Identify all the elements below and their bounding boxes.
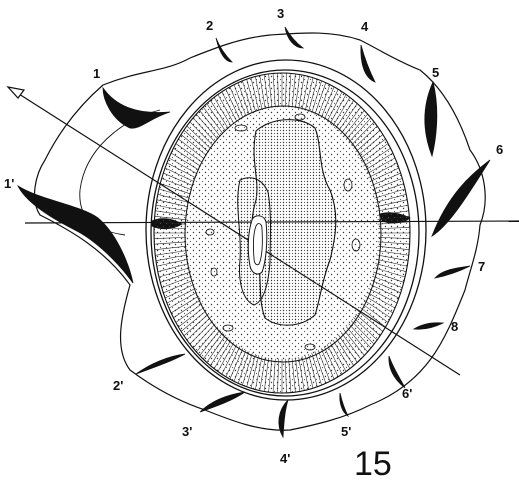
label-2: 2 (206, 18, 213, 33)
label-4: 4 (361, 19, 369, 34)
label-2-prime: 2' (113, 378, 123, 393)
spike-1 (103, 88, 170, 128)
spike-2 (216, 38, 232, 62)
figure-number: 15 (354, 445, 392, 483)
label-7: 7 (478, 259, 485, 274)
spike-8 (414, 323, 443, 329)
spike-6 (432, 160, 490, 236)
spike-3 (285, 27, 303, 48)
spike-5 (425, 82, 437, 156)
spike-4 (361, 45, 375, 82)
label-3: 3 (277, 6, 284, 21)
label-5: 5 (432, 65, 439, 80)
label-1-prime: 1' (4, 176, 14, 191)
label-5-prime: 5' (341, 424, 351, 439)
label-8: 8 (451, 319, 458, 334)
label-4-prime: 4' (280, 451, 290, 466)
spike-7 (435, 266, 470, 278)
spike-5-prime (340, 393, 348, 416)
label-6: 6 (496, 142, 503, 157)
label-3-prime: 3' (182, 424, 192, 439)
spike-2-prime (136, 354, 185, 374)
spike-6-prime (389, 356, 405, 388)
label-6-prime: 6' (402, 386, 412, 401)
spike-3-prime (200, 392, 245, 412)
label-1: 1 (93, 66, 100, 81)
spike-4-prime (279, 400, 288, 437)
